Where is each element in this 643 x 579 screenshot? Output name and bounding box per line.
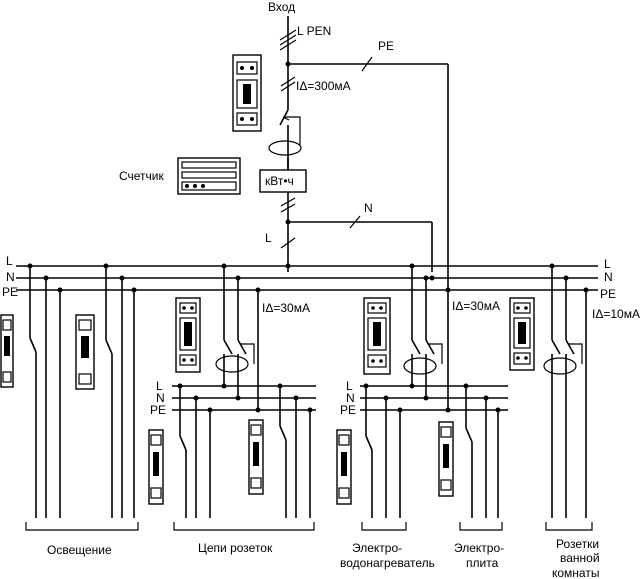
sockets-breaker-2 [248,419,264,495]
heater-sub-n-label: N [346,391,355,405]
rcd-30-b-label: IΔ=30мА [452,299,500,313]
sockets-sub-l-label: L [156,379,163,393]
rcd-10-label: IΔ=10мА [592,307,640,321]
sockets-sub-n-label: N [156,391,165,405]
group-bath-label-1: Розетки [556,537,599,551]
lighting-breaker-2 [75,314,95,390]
bath-rcd-switch [543,263,593,531]
group-lighting-label: Освещение [47,543,112,557]
pe-main-line [285,56,449,410]
main-feed-2 [280,64,296,100]
sockets-outputs [173,383,315,531]
sockets-rcd-device [175,297,201,373]
meter-device [177,157,241,195]
group-sockets-label: Цепи розеток [198,541,273,555]
bus-n-label-right: N [604,270,613,284]
lighting-circuit [25,263,139,531]
n-feed-label: N [364,201,373,215]
group-bath-label-3: комнаты [552,566,599,579]
rcd-main-switch [268,100,302,170]
bath-rcd-device [509,297,535,371]
stove-breaker [438,421,454,497]
heater-sub-l-label: L [346,379,353,393]
bus-pe-label-left: PE [2,285,18,299]
group-stove-label-1: Электро- [454,541,504,555]
sockets-sub-pe-label: PE [150,403,166,417]
heater-rcd-switch [403,263,443,398]
pe-top-label: PE [378,39,394,53]
rcd-main-label: IΔ=300мА [296,79,351,93]
main-feed [279,16,297,62]
n-feed-line [280,215,433,272]
kwh-box [259,158,307,272]
input-label: Вход [268,0,295,14]
heater-stove-outputs [361,383,503,531]
bus-pe-label-right: PE [600,287,616,301]
lighting-breaker-1 [0,314,14,388]
heater-sub-bus [360,383,508,413]
group-heater-label-2: водонагреватель [340,556,435,570]
l-feed-label: L [265,231,272,245]
bus-l-label-right: L [604,257,611,271]
heater-breaker [336,429,352,505]
rcd-30-a-label: IΔ=30мА [262,301,310,315]
group-heater-label-1: Электро- [352,541,402,555]
kwh-label: кВт•ч [265,174,294,188]
sockets-rcd-switch [215,263,261,410]
group-bath-label-2: ванной [560,551,600,565]
bus-l-label-left: L [6,254,13,268]
rcd-main-device [232,54,262,132]
l-pen-label: L PEN [297,24,331,38]
meter-label: Счетчик [119,169,165,183]
heater-rcd-device [363,297,391,375]
bus-lines [16,263,598,293]
sockets-breaker-1 [148,429,164,505]
bus-n-label-left: N [6,270,15,284]
group-stove-label-2: плита [466,556,499,570]
heater-sub-pe-label: PE [340,403,356,417]
